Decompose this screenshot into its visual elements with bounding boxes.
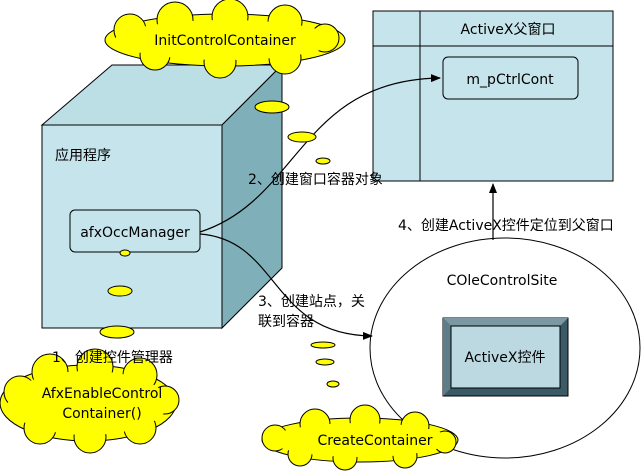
bubble-trail-init bbox=[254, 100, 331, 165]
arrow-create-site bbox=[199, 233, 373, 340]
m-pctrlcont-box bbox=[442, 56, 579, 100]
ole-control-site: COleControlSite ActiveX控件 bbox=[369, 237, 641, 459]
m-pctrlcont-label: m_pCtrlCont bbox=[466, 72, 554, 88]
parent-window: ActiveX父窗口 m_pCtrlCont bbox=[372, 10, 614, 182]
cloud-init-control-container-label: InitControlContainer bbox=[154, 33, 296, 49]
step2-label: 2、创建窗口容器对象 bbox=[248, 171, 383, 188]
step1-label: 1、创建控件管理器 bbox=[52, 350, 173, 366]
site-label: COleControlSite bbox=[447, 273, 558, 289]
cloud-init-control-container: InitControlContainer bbox=[104, 0, 346, 79]
parent-window-title: ActiveX父窗口 bbox=[461, 21, 556, 38]
bubble-trail-create bbox=[310, 341, 340, 388]
cloud-afx-enable-control-container: AfxEnableControl Container() bbox=[0, 348, 180, 454]
application-box: 应用程序 afxOccManager bbox=[40, 63, 284, 330]
afx-occ-manager-box bbox=[69, 209, 201, 253]
afx-occ-manager-label: afxOccManager bbox=[80, 225, 190, 241]
activex-control-label: ActiveX控件 bbox=[465, 350, 546, 366]
cloud-create-container: CreateContainer bbox=[261, 404, 459, 471]
step4-label: 4、创建ActiveX控件定位到父窗口 bbox=[398, 217, 614, 234]
cloud-afx-line2: Container() bbox=[62, 406, 141, 422]
activex-control-inner bbox=[450, 325, 561, 389]
cloud-create-container-label: CreateContainer bbox=[318, 433, 433, 449]
step3-label-line1: 3、创建站点，关 bbox=[258, 294, 365, 310]
app-box-label: 应用程序 bbox=[55, 147, 111, 164]
arrow-create-window-container bbox=[199, 74, 441, 233]
step3-label-line2: 联到容器 bbox=[258, 313, 314, 330]
bubble-trail-afx bbox=[99, 249, 135, 339]
cloud-afx-line1: AfxEnableControl bbox=[42, 386, 163, 402]
